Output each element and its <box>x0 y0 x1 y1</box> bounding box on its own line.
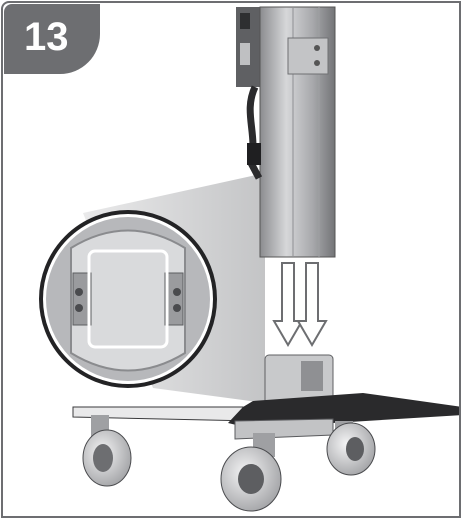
magnified-detail <box>39 210 217 388</box>
step-number: 13 <box>24 15 69 59</box>
cart-base-with-casters <box>72 354 459 512</box>
instruction-illustration <box>39 6 459 512</box>
column-assembly <box>236 6 336 258</box>
step-badge: 13 <box>4 4 100 74</box>
down-arrows <box>272 262 328 347</box>
